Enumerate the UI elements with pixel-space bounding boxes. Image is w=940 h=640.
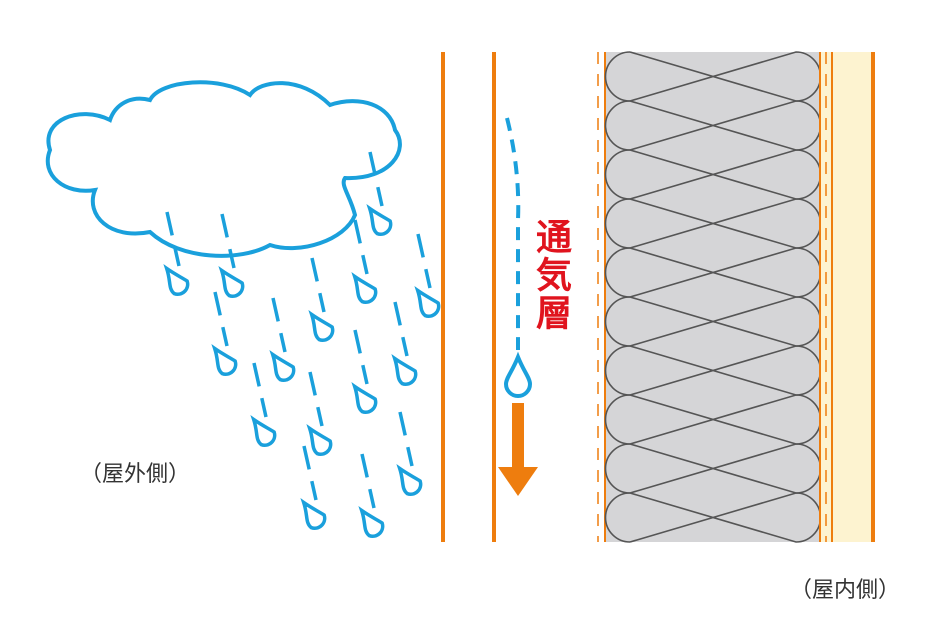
coil-loop-left [604, 443, 631, 494]
raindrop-icon [269, 297, 296, 382]
raindrop-icon [414, 233, 441, 318]
raindrop-icon [396, 411, 423, 496]
interior-board [820, 52, 873, 542]
raindrop-icon [306, 371, 333, 456]
coil-loop-left [604, 345, 631, 396]
cloud-icon [45, 80, 402, 258]
coil-loop-left [604, 394, 631, 445]
down-arrow-icon [498, 403, 538, 496]
air-layer-label: 通気層 [530, 218, 571, 332]
raindrop-icon [308, 257, 335, 342]
insulation [605, 52, 820, 542]
raindrop-icon [218, 213, 245, 298]
raindrop-icon [300, 445, 327, 530]
coil-loop-left [604, 100, 631, 151]
raindrops [163, 151, 441, 538]
raindrop-icon [351, 219, 378, 304]
coil-loop-left [604, 198, 631, 249]
coil-loop-left [604, 51, 631, 102]
water-path-dashed [505, 117, 521, 350]
raindrop-icon [358, 453, 385, 538]
raindrop-icon [211, 291, 238, 376]
water-drop-icon [503, 351, 533, 398]
raindrop-icon [351, 329, 378, 414]
coil-loop-left [604, 149, 631, 200]
coil-loop-left [604, 247, 631, 298]
coil-loop-left [604, 296, 631, 347]
coil-loop-left [604, 492, 631, 543]
indoor-label: （屋内側） [790, 578, 901, 603]
raindrop-icon [391, 301, 418, 386]
raindrop-icon [163, 211, 190, 296]
outdoor-label: （屋外側） [80, 462, 191, 487]
raindrop-icon [366, 151, 393, 236]
raindrop-icon [250, 362, 277, 447]
